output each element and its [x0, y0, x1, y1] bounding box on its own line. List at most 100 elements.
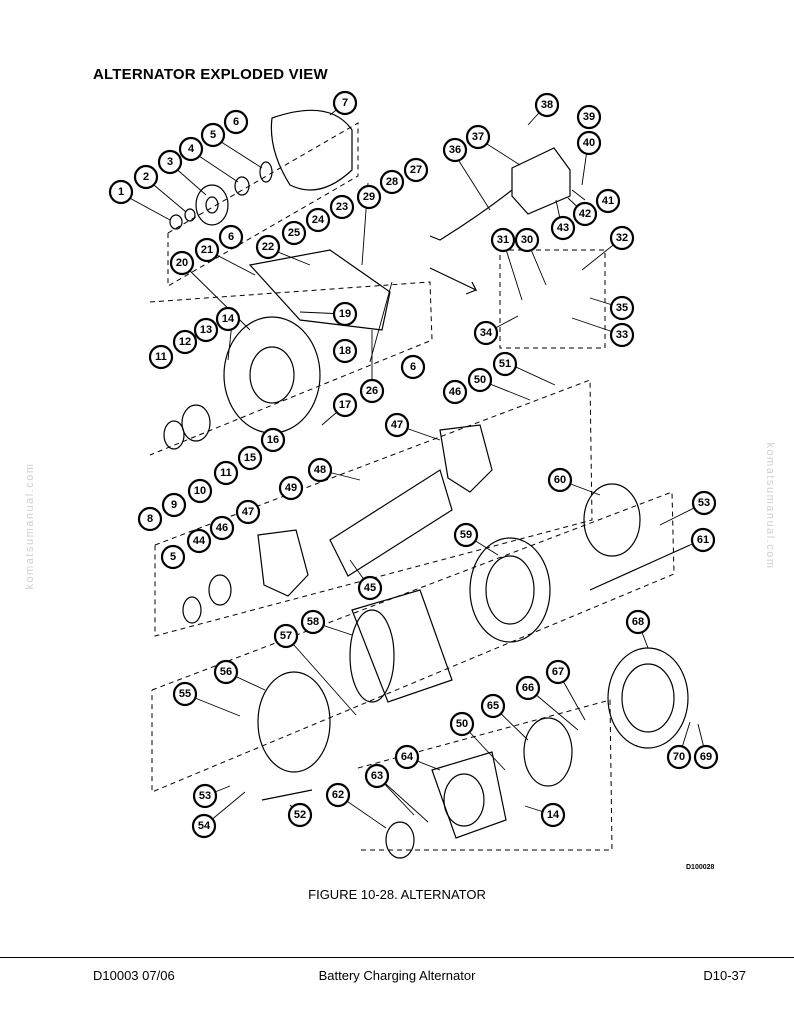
svg-text:13: 13	[200, 324, 212, 336]
svg-text:37: 37	[472, 131, 484, 143]
callout-43: 43	[550, 215, 576, 241]
callout-47a: 47	[384, 412, 410, 438]
callout-8: 8	[137, 506, 163, 532]
svg-text:47: 47	[242, 506, 254, 518]
pole-piece-rear	[439, 424, 493, 493]
svg-text:45: 45	[364, 582, 376, 594]
footer-page-number: D10-37	[703, 968, 746, 983]
callout-14: 14	[215, 306, 241, 332]
svg-text:35: 35	[616, 302, 628, 314]
callout-68: 68	[625, 609, 651, 635]
svg-text:5: 5	[170, 551, 176, 563]
callout-5: 5	[200, 122, 226, 148]
callout-24: 24	[305, 207, 331, 233]
svg-text:65: 65	[487, 700, 499, 712]
callout-50a: 50	[467, 367, 493, 393]
callout-48: 48	[307, 457, 333, 483]
callout-44: 44	[186, 528, 212, 554]
svg-text:6: 6	[228, 231, 234, 243]
svg-text:16: 16	[267, 434, 279, 446]
svg-text:60: 60	[554, 474, 566, 486]
svg-text:17: 17	[339, 399, 351, 411]
connector-kit-boundary	[499, 249, 606, 349]
callout-30: 30	[514, 227, 540, 253]
callout-21: 21	[194, 237, 220, 263]
callout-17: 17	[332, 392, 358, 418]
callout-52: 52	[287, 802, 313, 828]
callout-67: 67	[545, 659, 571, 685]
svg-text:46: 46	[216, 522, 228, 534]
svg-text:61: 61	[697, 534, 709, 546]
svg-text:57: 57	[280, 630, 292, 642]
svg-text:2: 2	[143, 171, 149, 183]
svg-text:7: 7	[342, 97, 348, 109]
callout-37: 37	[465, 124, 491, 150]
svg-text:14: 14	[222, 313, 235, 325]
callout-13: 13	[193, 317, 219, 343]
callout-45: 45	[357, 575, 383, 601]
footer-doc-id: D10003 07/06	[93, 968, 175, 983]
callout-11b: 11	[213, 460, 239, 486]
callout-55: 55	[172, 681, 198, 707]
callout-53b: 53	[192, 783, 218, 809]
callout-49: 49	[278, 475, 304, 501]
callout-57: 57	[273, 623, 299, 649]
callout-25: 25	[281, 220, 307, 246]
retaining-ring	[259, 161, 273, 183]
stator-shell	[351, 589, 453, 703]
svg-text:24: 24	[312, 214, 325, 226]
callout-6b: 6	[218, 224, 244, 250]
svg-text:22: 22	[262, 241, 274, 253]
svg-text:12: 12	[179, 336, 191, 348]
callout-63: 63	[364, 763, 390, 789]
callout-9: 9	[161, 492, 187, 518]
footer-section-title: Battery Charging Alternator	[318, 968, 476, 983]
svg-text:1: 1	[118, 186, 124, 198]
callout-56: 56	[213, 659, 239, 685]
svg-text:33: 33	[616, 329, 628, 341]
stator-group-boundary	[151, 491, 675, 793]
svg-text:59: 59	[460, 529, 472, 541]
rear-bearing	[385, 821, 415, 859]
svg-text:18: 18	[339, 345, 351, 357]
svg-text:6: 6	[410, 361, 416, 373]
callout-19: 19	[332, 301, 358, 327]
callout-14b: 14	[540, 802, 566, 828]
drawing-id: D100028	[686, 864, 715, 871]
svg-text:43: 43	[557, 222, 569, 234]
svg-text:34: 34	[480, 327, 493, 339]
svg-text:56: 56	[220, 666, 232, 678]
callout-53a: 53	[691, 490, 717, 516]
svg-text:30: 30	[521, 234, 533, 246]
callout-38: 38	[534, 92, 560, 118]
svg-text:52: 52	[294, 809, 306, 821]
callout-33: 33	[609, 322, 635, 348]
callout-29: 29	[356, 184, 382, 210]
fan-guard	[607, 647, 689, 749]
svg-text:23: 23	[336, 201, 348, 213]
svg-text:10: 10	[194, 485, 206, 497]
front-housing-bore	[249, 346, 295, 404]
front-housing	[223, 316, 321, 434]
callout-28: 28	[379, 169, 405, 195]
svg-text:19: 19	[339, 308, 351, 320]
svg-text:63: 63	[371, 770, 383, 782]
stud-52	[261, 789, 313, 801]
callout-1: 1	[108, 179, 134, 205]
callout-47b: 47	[235, 499, 261, 525]
pulley-nut	[169, 214, 183, 230]
svg-text:31: 31	[497, 234, 509, 246]
svg-text:25: 25	[288, 227, 300, 239]
svg-text:9: 9	[171, 499, 177, 511]
callout-5b: 5	[160, 544, 186, 570]
svg-text:55: 55	[179, 688, 191, 700]
callout-50b: 50	[449, 711, 475, 737]
callout-64: 64	[394, 744, 420, 770]
svg-text:51: 51	[499, 358, 511, 370]
stator	[469, 537, 551, 643]
svg-text:4: 4	[188, 143, 195, 155]
callout-69: 69	[693, 744, 719, 770]
front-housing-boundary	[149, 281, 433, 456]
svg-text:62: 62	[332, 789, 344, 801]
